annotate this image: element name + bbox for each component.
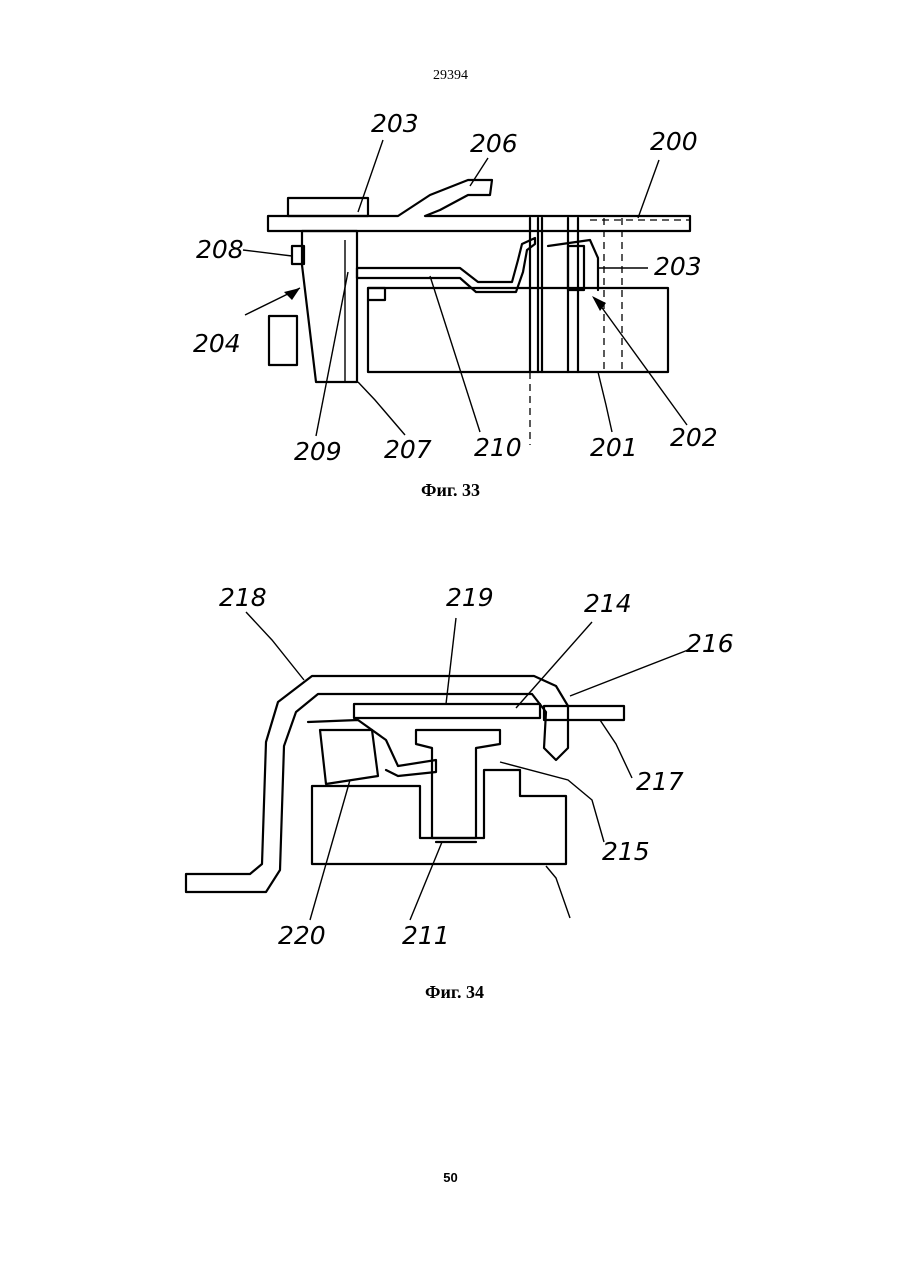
label-216: 216 <box>686 629 734 658</box>
label-210: 210 <box>474 433 522 462</box>
label-211: 211 <box>402 921 450 950</box>
top-flange <box>288 198 368 216</box>
rod-216 <box>544 706 624 720</box>
seal-220 <box>320 730 378 784</box>
label-220: 220 <box>278 921 326 950</box>
label-209: 209 <box>294 437 342 466</box>
label-203-top: 203 <box>371 109 419 138</box>
block-204 <box>269 316 297 365</box>
label-215: 215 <box>602 837 650 866</box>
figure-34-drawing <box>186 676 624 892</box>
vertical-pin <box>302 231 357 382</box>
seal-spring <box>308 720 436 776</box>
body-step <box>368 288 385 300</box>
top-cover-plate <box>268 180 690 231</box>
stem-214 <box>416 730 500 838</box>
figure-34-leaders <box>246 612 688 920</box>
label-219: 219 <box>446 583 494 612</box>
figure-33-drawing <box>268 180 690 445</box>
label-208: 208 <box>196 235 244 264</box>
seal-holder <box>548 240 598 290</box>
main-body <box>368 288 668 372</box>
label-200: 200 <box>650 127 698 156</box>
label-204: 204 <box>193 329 241 358</box>
membrane-210 <box>357 238 535 292</box>
plate-219 <box>354 704 540 718</box>
figure-34-caption: Фиг. 34 <box>4 982 901 1003</box>
arrow-204-icon <box>284 288 300 300</box>
label-218: 218 <box>219 583 267 612</box>
housing-218 <box>186 676 568 892</box>
label-206: 206 <box>470 129 518 158</box>
label-201: 201 <box>590 433 638 462</box>
label-203-right: 203 <box>654 252 702 281</box>
label-207: 207 <box>384 435 432 464</box>
seal-202 <box>568 246 584 290</box>
page-number: 50 <box>0 1170 901 1185</box>
label-214: 214 <box>584 589 632 618</box>
label-217: 217 <box>636 767 684 796</box>
label-202: 202 <box>670 423 718 452</box>
figure-33-caption: Фиг. 33 <box>0 480 901 501</box>
